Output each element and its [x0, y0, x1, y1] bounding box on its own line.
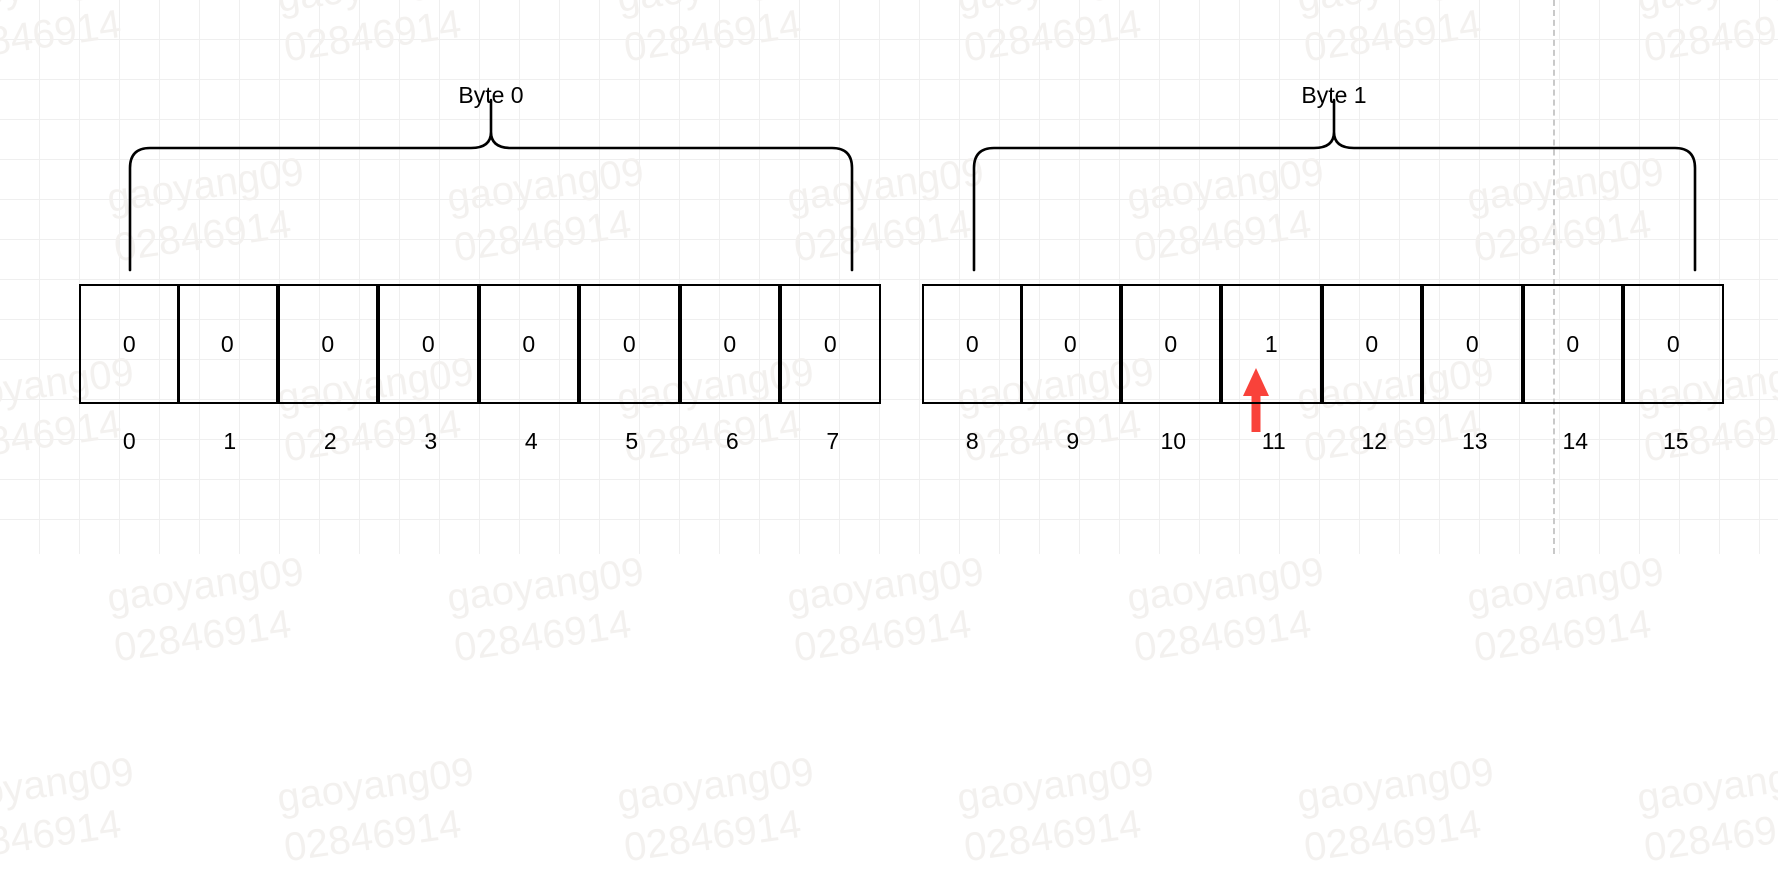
bit-index-label-11: 11: [1261, 428, 1286, 454]
bit-index-label-8: 8: [965, 428, 979, 454]
bit-index-label-13: 13: [1461, 428, 1488, 454]
bit-cell-0[interactable]: 0: [79, 284, 180, 404]
watermark-text: gaoyang09 02846914: [104, 549, 307, 671]
bit-index-label-12: 12: [1361, 428, 1388, 454]
bit-index-label-2: 2: [323, 428, 337, 454]
bit-cell-6[interactable]: 0: [679, 284, 780, 404]
bit-cell-11[interactable]: 1: [1221, 284, 1322, 404]
bit-index-label-6: 6: [725, 428, 739, 454]
watermark-text: gaoyang09 02846914: [444, 549, 647, 671]
bit-index-label-10: 10: [1160, 428, 1187, 454]
bit-index-label-5: 5: [625, 428, 639, 454]
watermark-text: gaoyang09 02846914: [1634, 749, 1778, 871]
bit-cell-5[interactable]: 0: [579, 284, 680, 404]
bit-cell-1[interactable]: 0: [177, 284, 278, 404]
bit-cell-7[interactable]: 0: [780, 284, 881, 404]
bit-index-label-3: 3: [424, 428, 438, 454]
byte-label-1: Byte 1: [1301, 82, 1367, 108]
watermark-text: gaoyang09 02846914: [1124, 549, 1327, 671]
bit-index-label-0: 0: [122, 428, 136, 454]
bit-index-label-15: 15: [1662, 428, 1689, 454]
bit-index-label-9: 9: [1066, 428, 1080, 454]
watermark-text: gaoyang09 02846914: [0, 749, 137, 871]
byte-label-0: Byte 0: [458, 82, 524, 108]
bit-11-pointer-arrow: [1243, 368, 1269, 432]
bit-index-label-7: 7: [826, 428, 840, 454]
graph-paper-background: [0, 0, 1778, 554]
bit-index-label-14: 14: [1562, 428, 1589, 454]
brace-overlay: [128, 98, 1697, 432]
watermark-text: gaoyang09 02846914: [784, 549, 987, 671]
bit-cell-3[interactable]: 0: [378, 284, 479, 404]
bit-cell-2[interactable]: 0: [277, 284, 378, 404]
bit-cell-9[interactable]: 0: [1020, 284, 1121, 404]
bit-cell-12[interactable]: 0: [1321, 284, 1422, 404]
bit-cell-14[interactable]: 0: [1522, 284, 1623, 404]
watermark-text: gaoyang09 02846914: [1464, 549, 1667, 671]
bit-cell-10[interactable]: 0: [1120, 284, 1221, 404]
bit-index-label-4: 4: [524, 428, 538, 454]
bit-cell-13[interactable]: 0: [1422, 284, 1523, 404]
watermark-text: gaoyang09 02846914: [274, 749, 477, 871]
byte-1-brace: [972, 98, 1697, 272]
watermark-text: gaoyang09 02846914: [1294, 749, 1497, 871]
byte-0-brace: [128, 98, 854, 272]
bit-cell-8[interactable]: 0: [922, 284, 1023, 404]
watermark-text: gaoyang09 02846914: [614, 749, 817, 871]
watermark-text: gaoyang09 02846914: [954, 749, 1157, 871]
vertical-guide-line: [1553, 0, 1555, 554]
bit-cell-15[interactable]: 0: [1623, 284, 1724, 404]
bit-cell-4[interactable]: 0: [478, 284, 579, 404]
bit-index-label-1: 1: [223, 428, 237, 454]
